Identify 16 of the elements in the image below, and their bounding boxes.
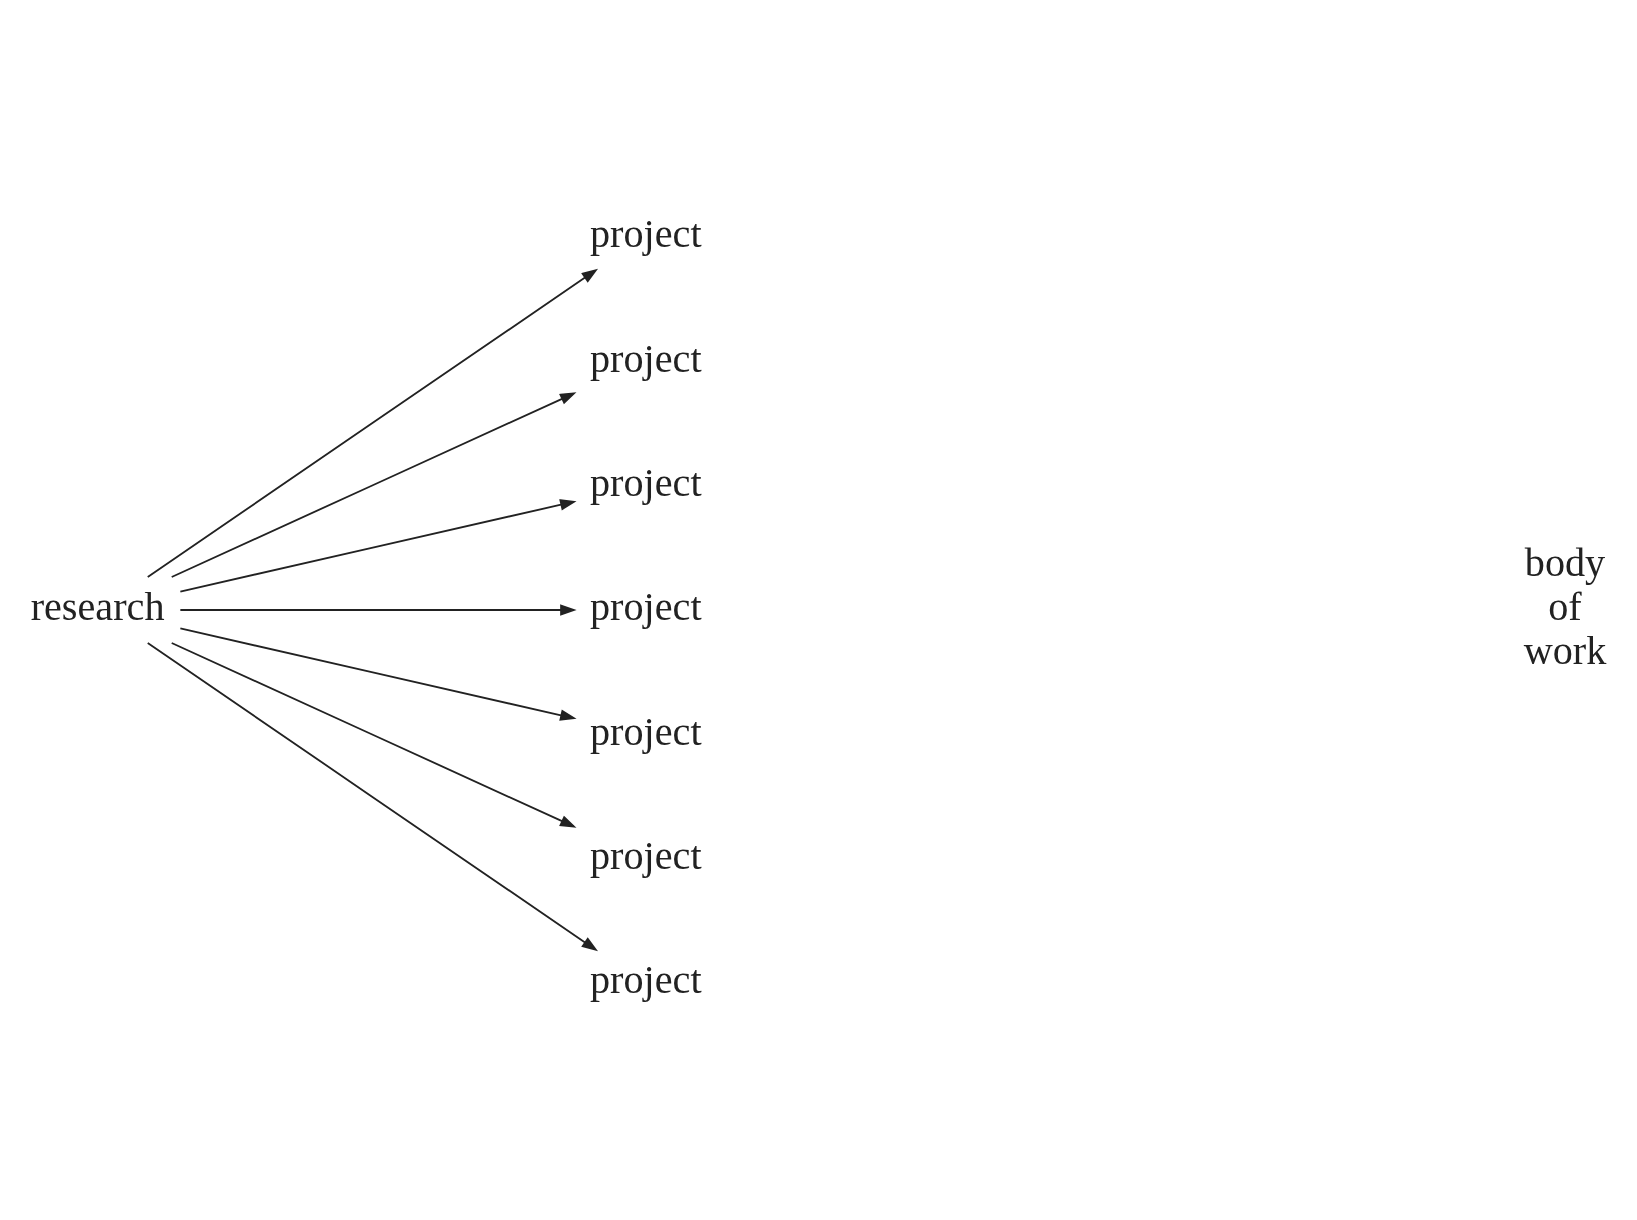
arrow	[146, 268, 599, 578]
node-text: project	[590, 832, 702, 878]
node-text: project	[590, 957, 702, 1003]
arrow	[170, 642, 577, 828]
arrow	[170, 392, 577, 578]
arrow	[146, 642, 599, 952]
label: body of work	[1523, 540, 1607, 674]
arrow	[179, 499, 577, 593]
arrow	[179, 627, 577, 721]
arrow	[179, 604, 577, 616]
node-text: project	[590, 335, 702, 381]
node-text: project	[590, 584, 702, 630]
node-text: research	[30, 584, 165, 630]
node-text: project	[590, 459, 702, 505]
node-text: project	[590, 708, 702, 754]
node-text: project	[590, 211, 702, 257]
